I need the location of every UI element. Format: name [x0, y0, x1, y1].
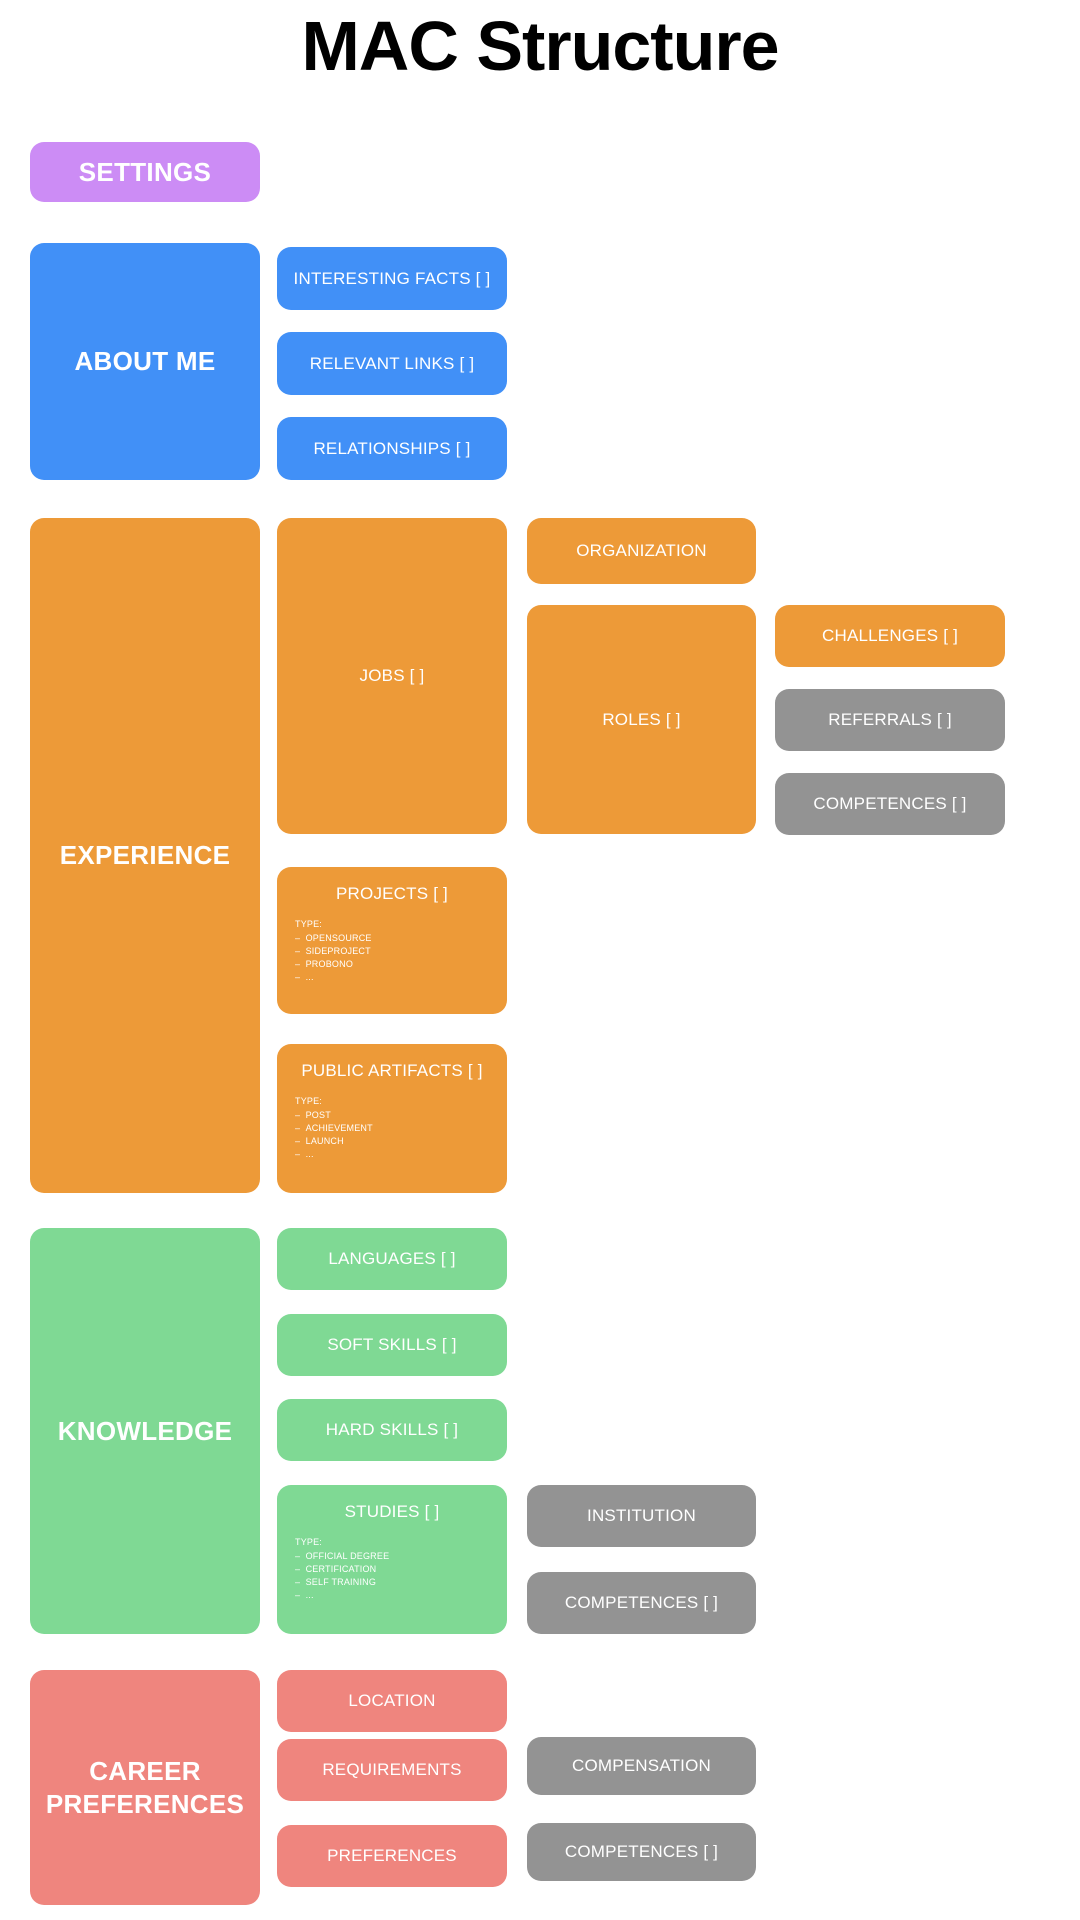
node-referrals-label: REFERRALS [ ] [828, 710, 952, 730]
node-relationships[interactable]: RELATIONSHIPS [ ] [277, 417, 507, 480]
node-settings-label: SETTINGS [78, 156, 212, 187]
type-label: TYPE: [295, 1537, 323, 1548]
type-item: – SIDEPROJECT [295, 946, 371, 957]
node-requirements-label: REQUIREMENTS [322, 1760, 462, 1780]
node-languages[interactable]: LANGUAGES [ ] [277, 1228, 507, 1290]
type-item: – ... [295, 1149, 314, 1160]
node-knowledge-label: KNOWLEDGE [57, 1415, 233, 1446]
node-settings[interactable]: SETTINGS [30, 142, 260, 202]
node-competences-experience[interactable]: COMPETENCES [ ] [775, 773, 1005, 835]
node-compensation-label: COMPENSATION [571, 1756, 712, 1776]
node-competences-experience-label: COMPETENCES [ ] [813, 794, 967, 814]
node-projects[interactable]: PROJECTS [ ] TYPE: – OPENSOURCE – SIDEPR… [277, 867, 507, 1014]
node-studies-label: STUDIES [ ] [344, 1502, 440, 1521]
node-career-preferences[interactable]: CAREER PREFERENCES [30, 1670, 260, 1905]
node-relationships-label: RELATIONSHIPS [ ] [313, 438, 471, 458]
node-location[interactable]: LOCATION [277, 1670, 507, 1732]
type-item: – PROBONO [295, 959, 354, 970]
node-challenges-label: CHALLENGES [ ] [821, 626, 958, 646]
node-studies-type-list: TYPE: – OFFICIAL DEGREE – CERTIFICATION … [277, 1536, 507, 1602]
type-item: – OPENSOURCE [295, 933, 372, 944]
node-competences-studies-label: COMPETENCES [ ] [564, 1593, 719, 1613]
node-relevant-links-label: RELEVANT LINKS [ ] [309, 353, 475, 373]
node-career-preferences-label-line2: PREFERENCES [45, 1788, 245, 1819]
node-competences-career[interactable]: COMPETENCES [ ] [527, 1823, 756, 1881]
node-location-label: LOCATION [348, 1691, 436, 1711]
node-organization-label: ORGANIZATION [576, 541, 707, 561]
node-hard-skills-label: HARD SKILLS [ ] [325, 1420, 459, 1440]
node-knowledge[interactable]: KNOWLEDGE [30, 1228, 260, 1634]
node-public-artifacts[interactable]: PUBLIC ARTIFACTS [ ] TYPE: – POST – ACHI… [277, 1044, 507, 1193]
node-institution[interactable]: INSTITUTION [527, 1485, 756, 1547]
type-item: – ACHIEVEMENT [295, 1123, 373, 1134]
node-public-artifacts-label: PUBLIC ARTIFACTS [ ] [301, 1061, 483, 1080]
node-preferences[interactable]: PREFERENCES [277, 1825, 507, 1887]
node-relevant-links[interactable]: RELEVANT LINKS [ ] [277, 332, 507, 395]
node-jobs-label: JOBS [ ] [359, 666, 425, 686]
page-title: MAC Structure [301, 7, 779, 85]
node-public-artifacts-type-list: TYPE: – POST – ACHIEVEMENT – LAUNCH – ..… [277, 1095, 507, 1161]
type-item: – POST [295, 1110, 331, 1121]
node-organization[interactable]: ORGANIZATION [527, 518, 756, 584]
type-item: – SELF TRAINING [295, 1577, 377, 1588]
node-referrals[interactable]: REFERRALS [ ] [775, 689, 1005, 751]
type-item: – OFFICIAL DEGREE [295, 1551, 390, 1562]
node-career-preferences-label-line1: CAREER [89, 1756, 201, 1786]
type-label: TYPE: [295, 1096, 323, 1107]
type-item: – ... [295, 972, 314, 983]
node-competences-studies[interactable]: COMPETENCES [ ] [527, 1572, 756, 1634]
node-roles-label: ROLES [ ] [602, 709, 681, 729]
type-item: – CERTIFICATION [295, 1564, 377, 1575]
node-jobs[interactable]: JOBS [ ] [277, 518, 507, 834]
node-compensation[interactable]: COMPENSATION [527, 1737, 756, 1795]
node-institution-label: INSTITUTION [587, 1506, 696, 1526]
node-about-me-label: ABOUT ME [74, 346, 216, 377]
node-languages-label: LANGUAGES [ ] [328, 1249, 456, 1269]
node-challenges[interactable]: CHALLENGES [ ] [775, 605, 1005, 667]
type-item: – ... [295, 1590, 314, 1601]
type-label: TYPE: [295, 919, 323, 930]
node-hard-skills[interactable]: HARD SKILLS [ ] [277, 1399, 507, 1461]
node-studies[interactable]: STUDIES [ ] TYPE: – OFFICIAL DEGREE – CE… [277, 1485, 507, 1634]
node-projects-label: PROJECTS [ ] [336, 884, 448, 903]
node-roles[interactable]: ROLES [ ] [527, 605, 756, 834]
node-competences-career-label: COMPETENCES [ ] [564, 1842, 719, 1862]
node-interesting-facts[interactable]: INTERESTING FACTS [ ] [277, 247, 507, 310]
node-experience[interactable]: EXPERIENCE [30, 518, 260, 1193]
node-experience-label: EXPERIENCE [59, 840, 231, 871]
node-requirements[interactable]: REQUIREMENTS [277, 1739, 507, 1801]
node-about-me[interactable]: ABOUT ME [30, 243, 260, 480]
node-soft-skills[interactable]: SOFT SKILLS [ ] [277, 1314, 507, 1376]
node-interesting-facts-label: INTERESTING FACTS [ ] [293, 268, 491, 288]
node-preferences-label: PREFERENCES [327, 1846, 457, 1866]
node-soft-skills-label: SOFT SKILLS [ ] [327, 1335, 457, 1355]
node-projects-type-list: TYPE: – OPENSOURCE – SIDEPROJECT – PROBO… [277, 918, 507, 984]
type-item: – LAUNCH [295, 1136, 344, 1147]
